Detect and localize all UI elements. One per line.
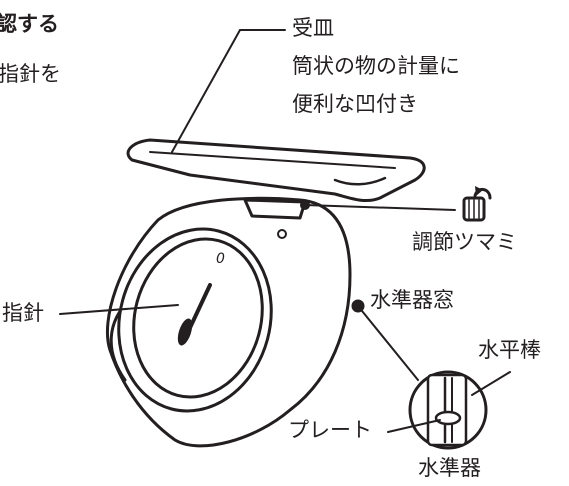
label-tray: 受皿: [292, 16, 334, 40]
tray-rim: [149, 151, 396, 169]
dial-zero-mark: 0: [216, 251, 225, 267]
intro-fragment: 指針を: [0, 62, 61, 86]
label-pointer: 指針: [2, 301, 44, 325]
leader-plate: [387, 419, 441, 433]
heading-fragment: 認する: [0, 12, 59, 36]
pointer-needle-icon: [177, 283, 212, 346]
leader-knob: [304, 204, 456, 211]
label-adjust-knob: 調節ツマミ: [412, 230, 517, 254]
tray: [126, 138, 426, 202]
label-tray-desc-1: 筒状の物の計量に: [292, 54, 460, 78]
knob-icon: [462, 196, 486, 222]
leader-level-window: [357, 305, 419, 381]
label-plate: プレート: [288, 418, 372, 442]
level-bubble: [434, 410, 462, 426]
tray-notch: [333, 176, 387, 186]
label-level: 水準器: [418, 456, 481, 480]
label-horizontal-bar: 水平棒: [478, 338, 541, 362]
label-level-window: 水準器窓: [370, 288, 454, 312]
leader-pointer: [59, 304, 179, 315]
scale-neck: [243, 198, 307, 220]
level-glass: [426, 373, 468, 447]
dial-face: [132, 237, 264, 399]
label-tray-desc-2: 便利な凹付き: [292, 92, 418, 116]
neck-bolt: [277, 229, 287, 239]
leader-tray: [171, 29, 286, 153]
leader-horizontal-bar: [471, 371, 511, 396]
